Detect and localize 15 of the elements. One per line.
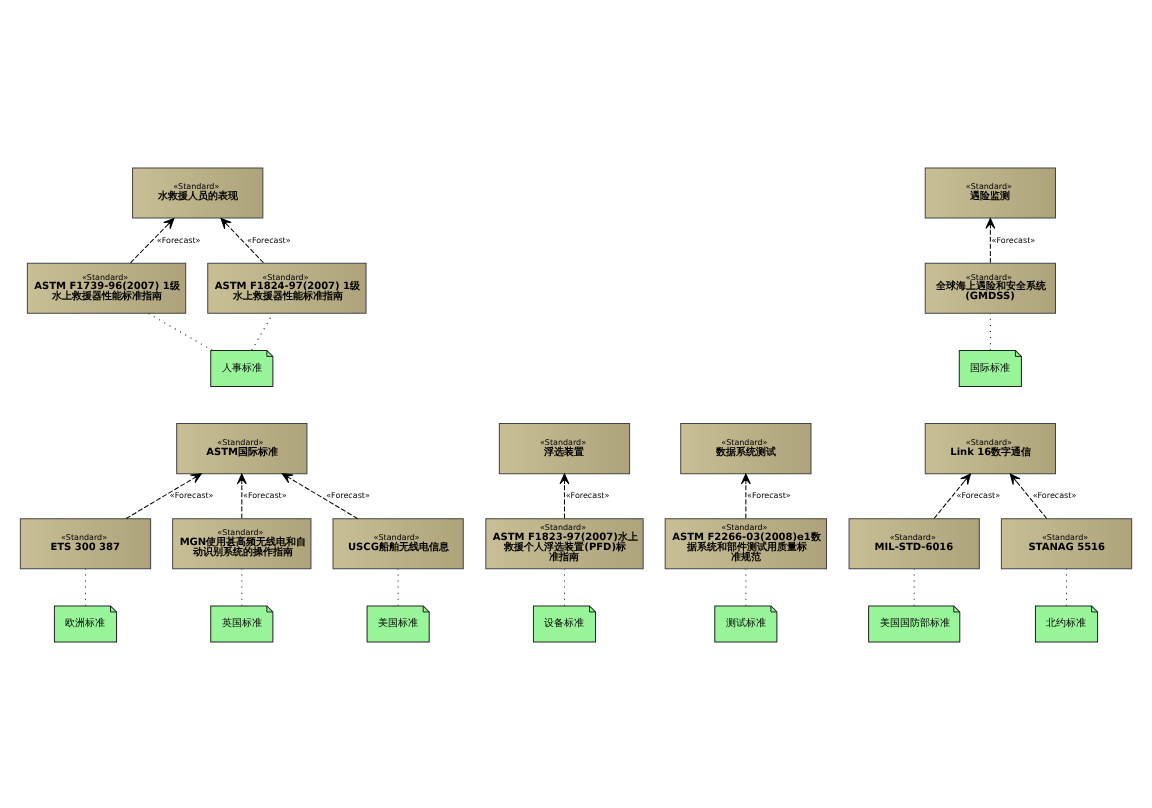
arrow: [281, 472, 358, 519]
arrow: [130, 216, 175, 263]
connector: [147, 311, 213, 350]
arrow: [933, 472, 971, 518]
arrow: [125, 472, 202, 519]
connector: [85, 567, 86, 606]
arrow: [740, 472, 751, 518]
connector: [251, 311, 274, 350]
connector: [1066, 567, 1067, 606]
arrow: [559, 472, 570, 518]
connector: [564, 567, 565, 606]
arrow: [220, 216, 264, 263]
arrow: [236, 472, 247, 518]
arrow: [1009, 472, 1047, 518]
arrow: [985, 216, 996, 263]
